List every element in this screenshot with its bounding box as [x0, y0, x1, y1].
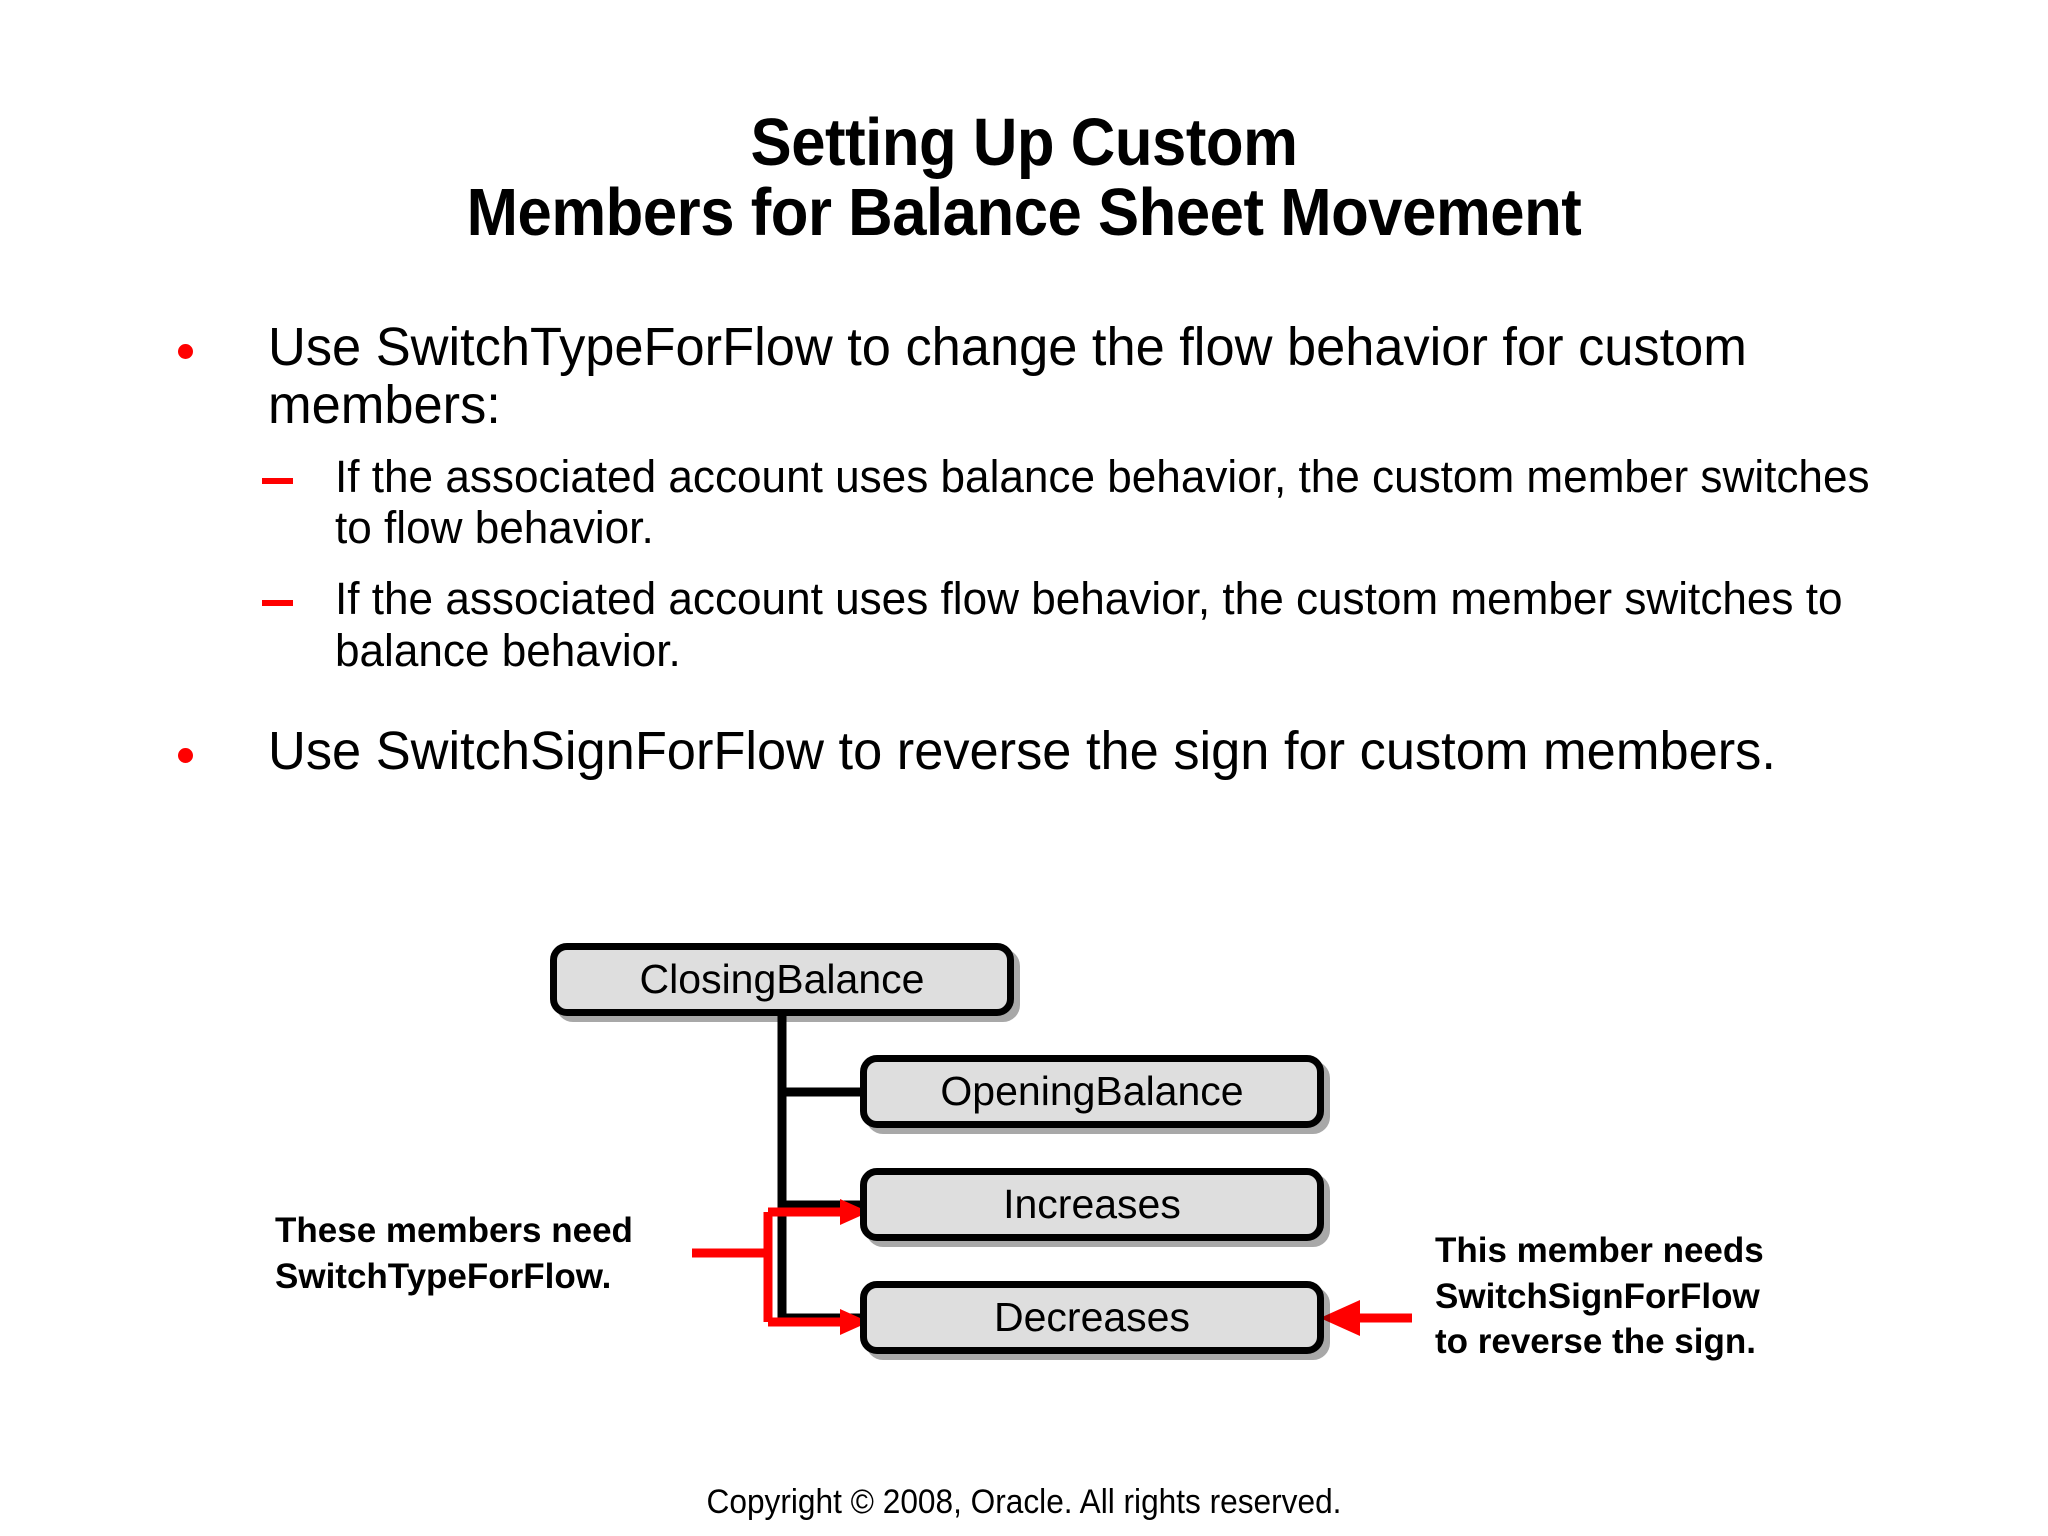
spacer — [150, 696, 1940, 722]
switchtypeforflow-red-connector — [692, 1199, 869, 1335]
copyright-footer: Copyright © 2008, Oracle. All rights res… — [706, 1483, 1342, 1521]
tree-connector-lines — [777, 1016, 864, 1323]
node-closing-balance-label: ClosingBalance — [639, 956, 925, 1002]
annotation-switchtypeforflow-line-1: These members need — [275, 1211, 633, 1250]
annotation-switchsignforflow-line-3: to reverse the sign. — [1435, 1322, 1756, 1361]
sub-bullet-item-1-text: If the associated account uses balance b… — [335, 450, 1870, 553]
annotation-switchsignforflow: This member needs SwitchSignForFlow to r… — [1435, 1228, 1764, 1365]
bullet-item-1-text: Use SwitchTypeForFlow to change the flow… — [268, 317, 1747, 436]
sub-bullet-item-2-text: If the associated account uses flow beha… — [335, 573, 1843, 676]
sub-bullet-list: If the associated account uses balance b… — [150, 451, 1940, 676]
bullet-item-1: Use SwitchTypeForFlow to change the flow… — [150, 318, 1940, 435]
node-increases-label: Increases — [1003, 1181, 1181, 1227]
node-opening-balance[interactable]: OpeningBalance — [860, 1055, 1324, 1128]
annotation-switchsignforflow-line-1: This member needs — [1435, 1231, 1764, 1270]
bullet-item-2-text: Use SwitchSignForFlow to reverse the sig… — [268, 720, 1776, 781]
bullet-dot-icon — [178, 747, 193, 763]
bullet-item-2: Use SwitchSignForFlow to reverse the sig… — [150, 720, 1940, 781]
node-closing-balance[interactable]: ClosingBalance — [550, 943, 1014, 1016]
annotation-switchtypeforflow-line-2: SwitchTypeForFlow. — [275, 1256, 612, 1296]
bullet-dot-icon — [178, 344, 193, 359]
sub-bullet-dash-icon — [262, 600, 293, 607]
sub-bullet-item-1: If the associated account uses balance b… — [150, 451, 1940, 554]
node-increases[interactable]: Increases — [860, 1168, 1324, 1241]
node-decreases-label: Decreases — [994, 1294, 1190, 1340]
page-title: Setting Up Custom Members for Balance Sh… — [82, 105, 1966, 251]
annotation-switchsignforflow-line-2: SwitchSignForFlow — [1435, 1276, 1760, 1316]
page-title-line-2: Members for Balance Sheet Movement — [466, 175, 1582, 251]
page-title-line-1: Setting Up Custom — [750, 105, 1298, 180]
bullet-list: Use SwitchTypeForFlow to change the flow… — [150, 318, 1940, 790]
node-decreases[interactable]: Decreases — [860, 1281, 1324, 1354]
sub-bullet-item-2: If the associated account uses flow beha… — [150, 573, 1940, 676]
annotation-switchtypeforflow: These members need SwitchTypeForFlow. — [275, 1208, 633, 1299]
node-opening-balance-label: OpeningBalance — [940, 1068, 1244, 1114]
switchsignforflow-red-arrow — [1320, 1300, 1412, 1336]
sub-bullet-dash-icon — [262, 477, 293, 484]
